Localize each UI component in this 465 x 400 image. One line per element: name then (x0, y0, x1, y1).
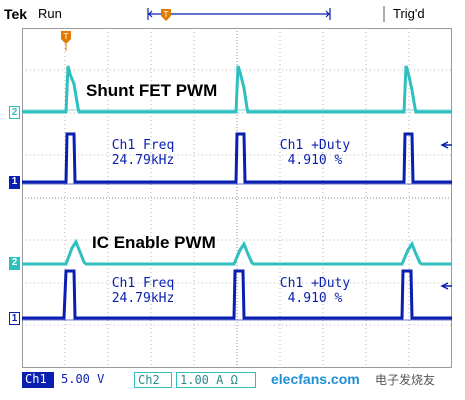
top-panel-title: Shunt FET PWM (86, 81, 218, 100)
ch2-ground-marker[interactable]: 2 (9, 257, 20, 270)
ch1-scale: 5.00 V (61, 372, 105, 386)
bottom-freq-value: 24.79kHz (111, 291, 175, 306)
bottom-duty-label: Ch1 +Duty (279, 276, 351, 291)
trigger-status: Trig'd (393, 6, 425, 21)
acquisition-state: Run (38, 6, 62, 21)
ch2-scale: 1.00 A Ω (176, 372, 256, 388)
svg-text:T: T (63, 32, 69, 41)
brand-label: Tek (4, 6, 28, 22)
record-bracket-icon (147, 6, 385, 22)
top-ch2-trace (22, 65, 452, 114)
top-freq-label: Ch1 Freq (111, 138, 175, 153)
ch1-ground-marker[interactable]: 1 (9, 176, 20, 189)
top-freq-value: 24.79kHz (111, 153, 175, 168)
graticule (22, 28, 452, 368)
bottom-ch2-trace (22, 238, 452, 266)
watermark-chinese: 电子发烧友 (375, 373, 436, 387)
svg-text:T: T (163, 10, 169, 19)
top-duty-value: 4.910 % (287, 153, 343, 168)
top-ch1-trace (22, 132, 452, 185)
bottom-freq-label: Ch1 Freq (111, 276, 175, 291)
trigger-t-icon: T (61, 31, 71, 51)
trigger-position-icon: T (161, 9, 171, 21)
watermark-logo: elecfans.com (271, 371, 360, 387)
watermark-backdrop (262, 372, 452, 390)
bottom-panel-title: IC Enable PWM (92, 233, 216, 252)
ch1-label[interactable]: Ch1 (22, 372, 54, 388)
top-duty-label: Ch1 +Duty (279, 138, 351, 153)
ch1-ground-marker[interactable]: 1 (9, 312, 20, 325)
status-bar: Ch1 5.00 V Ch2 1.00 A Ω elecfans.com 电子发… (22, 372, 452, 390)
ch2-ground-marker[interactable]: 2 (9, 106, 20, 119)
bottom-duty-value: 4.910 % (287, 291, 343, 306)
bottom-ch1-trace (22, 269, 452, 321)
ch2-label[interactable]: Ch2 (134, 372, 172, 388)
